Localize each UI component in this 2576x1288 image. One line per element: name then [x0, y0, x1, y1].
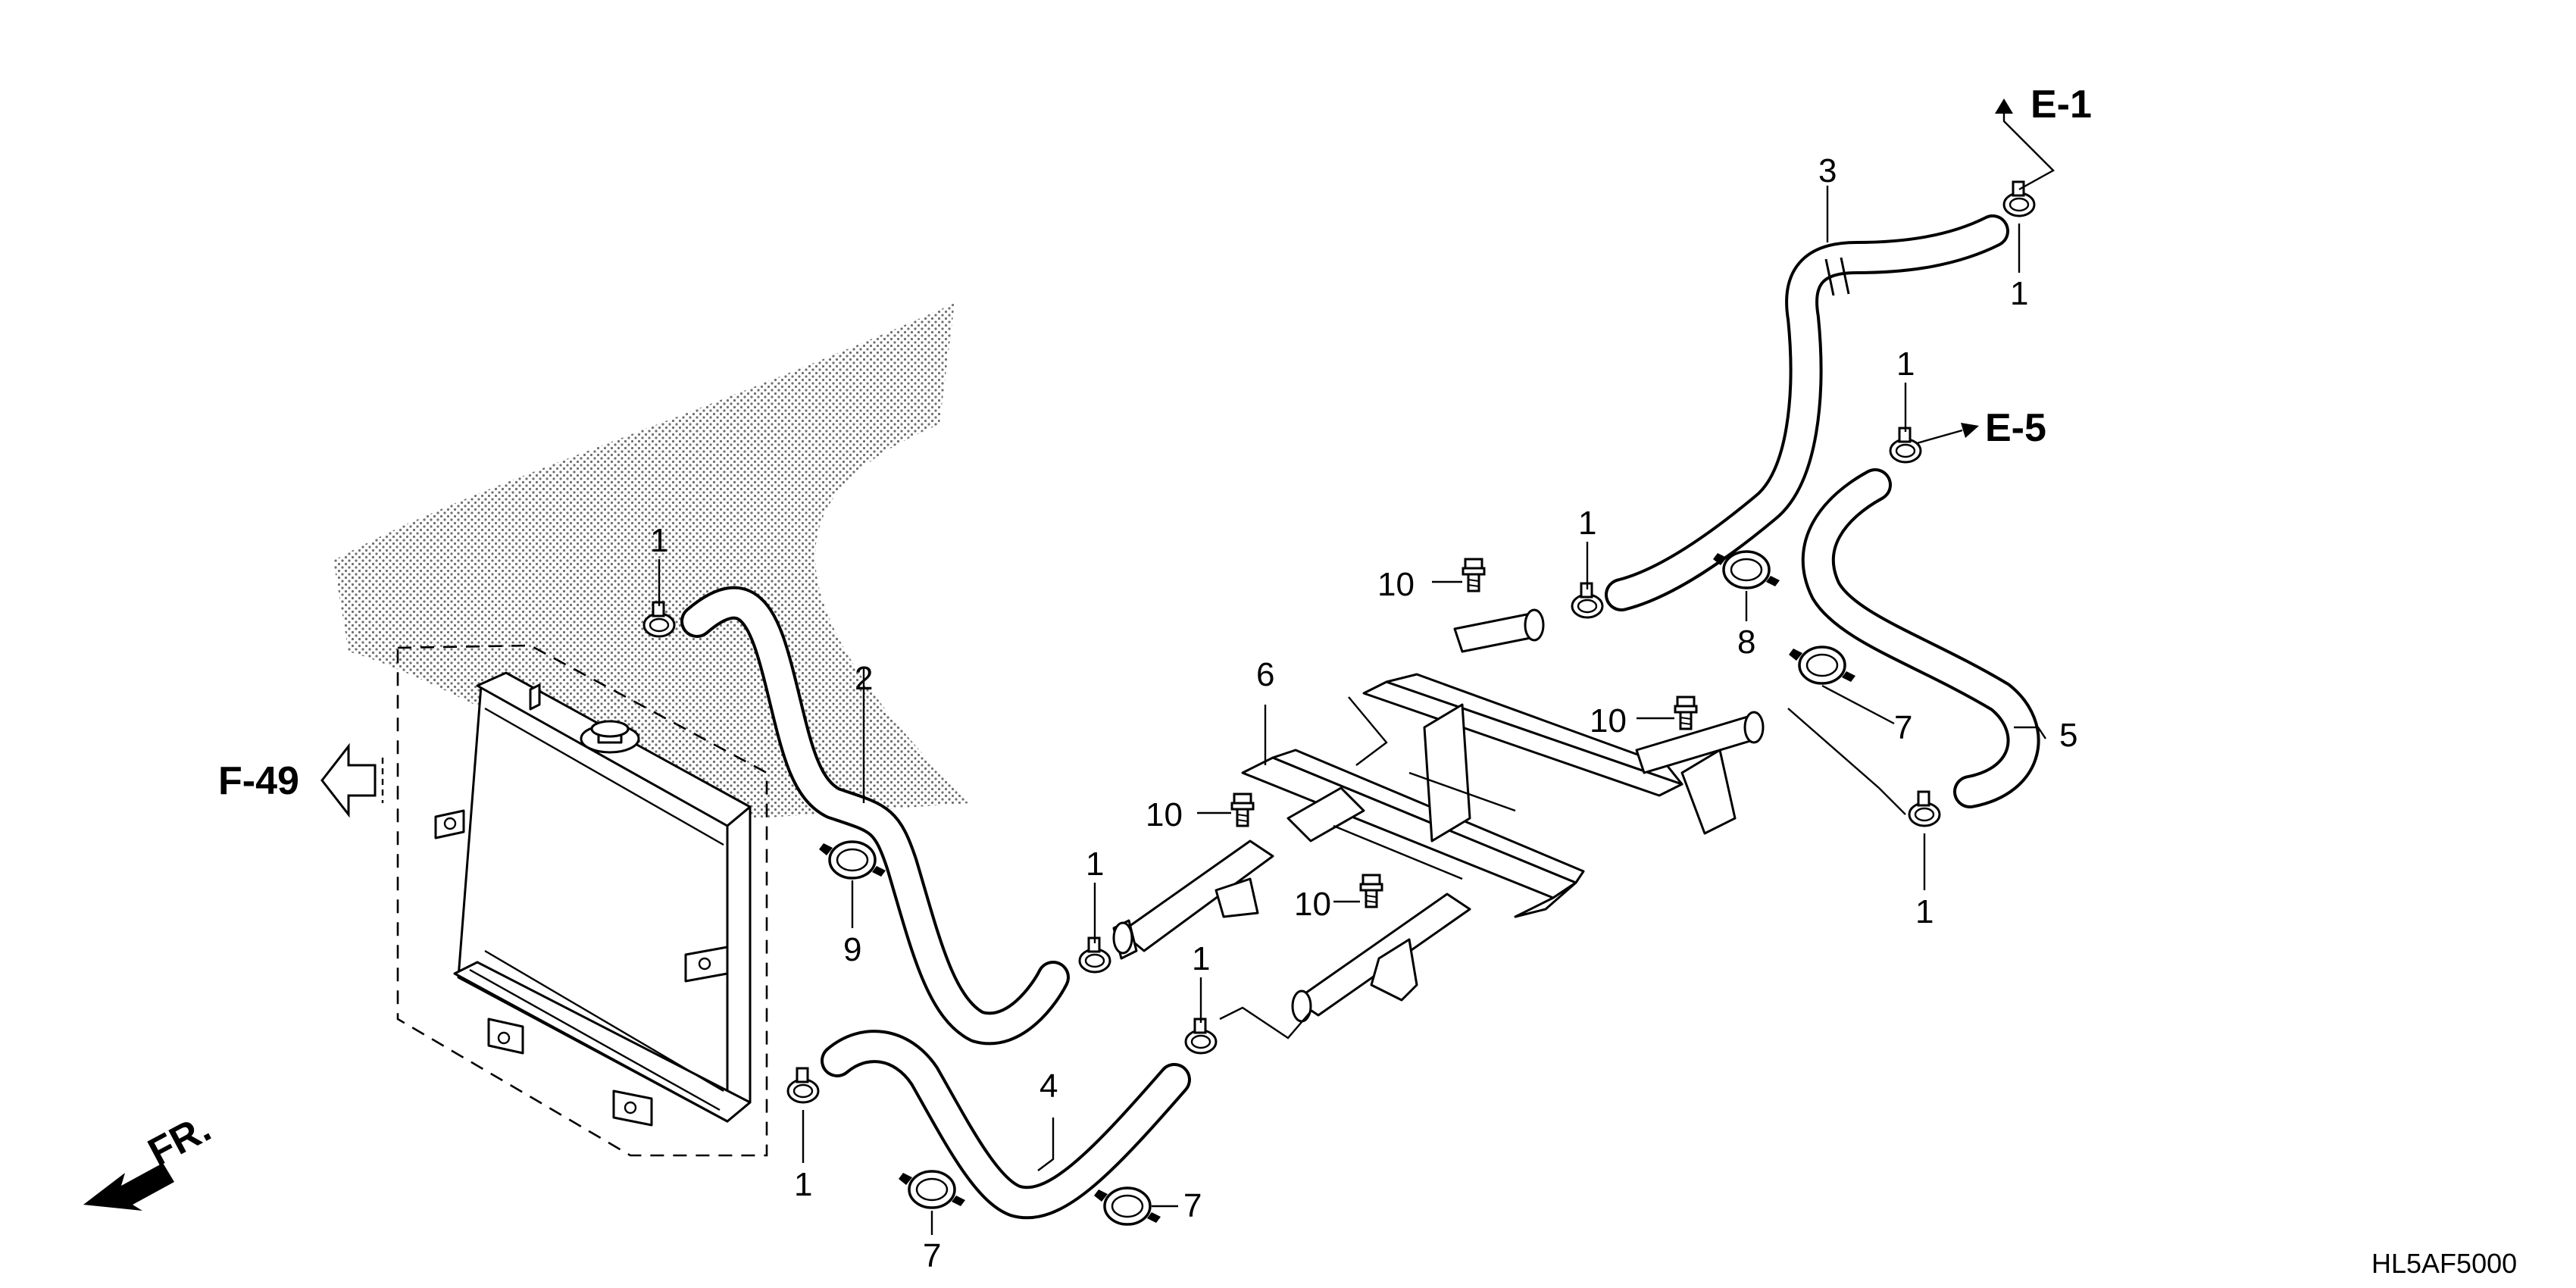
clamp-1c — [786, 1067, 820, 1104]
svg-text:10: 10 — [1590, 702, 1627, 739]
svg-text:2: 2 — [855, 660, 873, 697]
svg-text:FR.: FR. — [141, 1106, 217, 1175]
clamp-8 — [1712, 550, 1781, 589]
callout-labels: 1 1 1 1 1 1 1 1 2 3 4 5 6 7 7 7 8 9 10 1… — [650, 152, 2077, 1274]
svg-text:10: 10 — [1146, 796, 1183, 833]
svg-text:7: 7 — [1894, 709, 1912, 746]
svg-text:F-49: F-49 — [218, 759, 299, 803]
svg-text:1: 1 — [1086, 846, 1104, 883]
bolt-10b — [1674, 696, 1698, 730]
clamp-1g — [1889, 427, 1922, 464]
svg-text:10: 10 — [1294, 886, 1331, 923]
clamp-1f — [2002, 180, 2036, 217]
svg-text:8: 8 — [1737, 624, 1755, 661]
hollow-arrow-icon — [320, 742, 377, 818]
hose-2 — [680, 586, 1070, 1046]
svg-text:1: 1 — [650, 522, 668, 559]
hose-4 — [821, 1030, 1191, 1220]
svg-text:1: 1 — [1578, 505, 1596, 542]
svg-text:7: 7 — [1183, 1187, 1202, 1224]
clamp-1h — [1908, 790, 1941, 827]
leader-lines — [658, 186, 2046, 1235]
svg-text:1: 1 — [1192, 940, 1210, 977]
e1-reference: E-1 — [1995, 83, 2092, 191]
clamp-1d — [1184, 1018, 1218, 1055]
front-direction-marker: FR. — [83, 1106, 218, 1211]
clamp-7a — [1787, 646, 1857, 685]
shaded-area — [333, 303, 970, 818]
front-arrow-icon — [83, 1163, 174, 1211]
svg-text:E-1: E-1 — [2030, 83, 2092, 127]
svg-text:7: 7 — [923, 1237, 941, 1274]
bolt-10a — [1462, 558, 1486, 592]
bolt-10d — [1359, 874, 1383, 908]
svg-text:E-5: E-5 — [1985, 406, 2046, 450]
clamp-7c — [1093, 1186, 1162, 1226]
svg-text:1: 1 — [1915, 893, 1934, 930]
radiator — [434, 671, 752, 1127]
water-pipe-assembly — [1112, 608, 1765, 1023]
svg-text:9: 9 — [843, 931, 861, 968]
radiator-assembly-outline — [396, 644, 768, 1157]
clamp-7b — [897, 1170, 967, 1209]
svg-text:1: 1 — [794, 1166, 812, 1203]
drawing-code: HL5AF5000 — [2371, 1248, 2517, 1279]
hose-3 — [1605, 214, 2009, 611]
svg-text:6: 6 — [1256, 656, 1274, 693]
svg-text:1: 1 — [1896, 345, 1915, 383]
svg-text:10: 10 — [1377, 566, 1415, 603]
hose-5 — [1801, 468, 2040, 808]
e5-reference: E-5 — [1916, 406, 2046, 450]
clamp-9 — [818, 840, 887, 880]
svg-text:3: 3 — [1818, 152, 1837, 189]
svg-text:1: 1 — [2010, 275, 2028, 312]
f49-reference: F-49 — [218, 742, 384, 818]
svg-text:4: 4 — [1039, 1068, 1058, 1105]
bolt-10c — [1230, 792, 1255, 827]
svg-text:5: 5 — [2059, 717, 2077, 754]
